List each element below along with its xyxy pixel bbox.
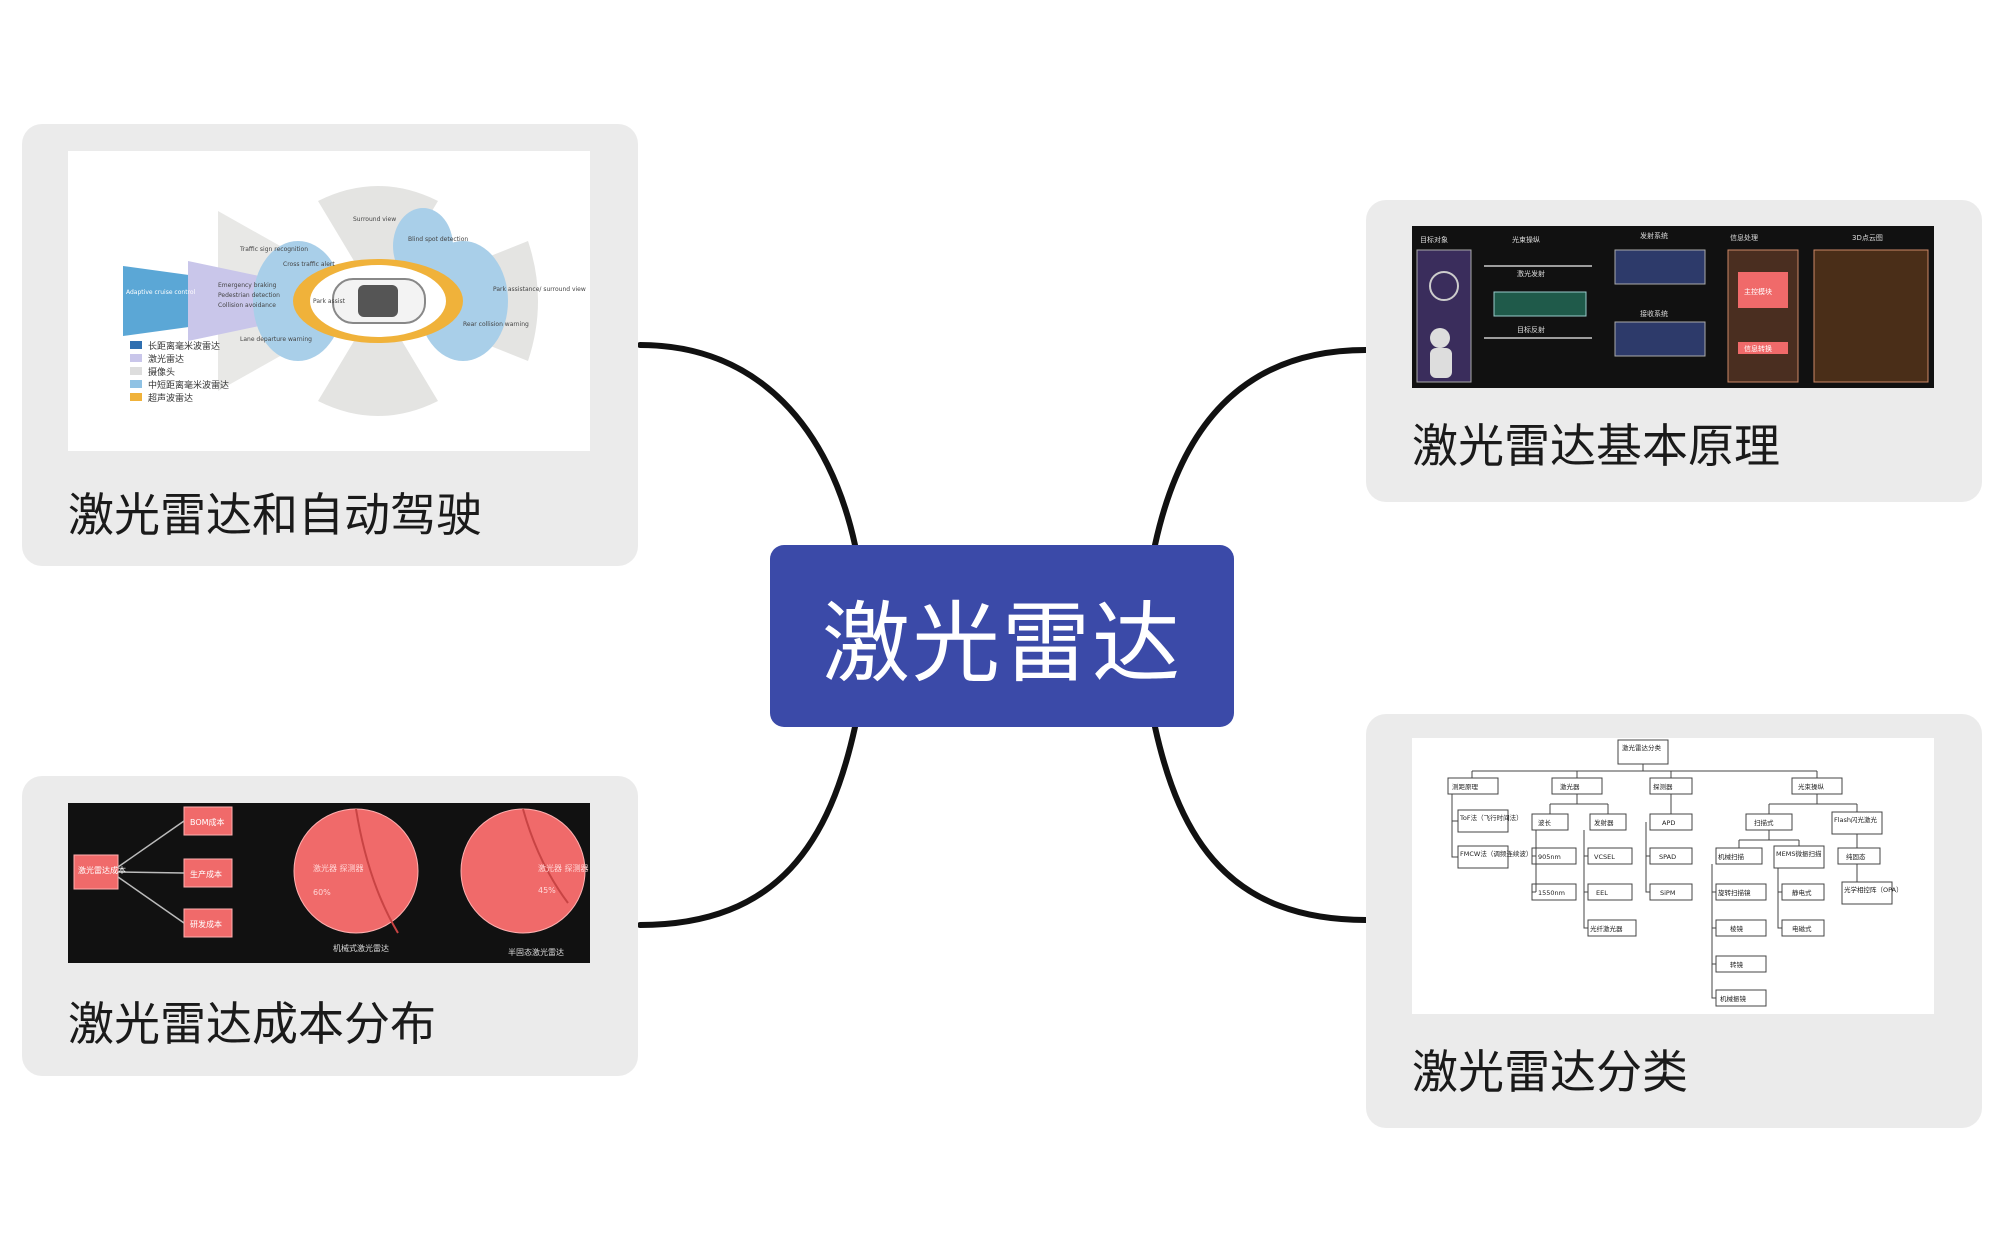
principle-column-label: 光束操纵 — [1512, 235, 1540, 244]
legend-long-range-radar: 长距离毫米波雷达 — [148, 340, 220, 352]
principle-label: 激光发射 — [1517, 269, 1545, 278]
classification-tree-image: 激光雷达分类 测距原理 激光器 探测器 光束操纵 ToF法（飞行时间法） FMC… — [1412, 738, 1934, 1014]
principle-label: 目标反射 — [1517, 325, 1545, 334]
tree-node-label: 电磁式 — [1792, 924, 1812, 933]
zone-label: Adaptive cruise control — [126, 289, 196, 296]
tree-node-label: FMCW法（调频连续波） — [1460, 849, 1532, 858]
zone-label: Rear collision warning — [463, 321, 529, 328]
thumbnail-classification: 激光雷达分类 测距原理 激光器 探测器 光束操纵 ToF法（飞行时间法） FMC… — [1412, 738, 1934, 1014]
connector-top-left — [637, 342, 858, 548]
connector-top-right — [1152, 347, 1369, 548]
tree-node-label: 测距原理 — [1452, 783, 1479, 791]
tree-node-label: SPAD — [1659, 853, 1676, 861]
cost-root-label: 激光雷达成本 — [78, 865, 126, 875]
principle-label: 信息转换 — [1744, 344, 1772, 353]
topic-title: 激光雷达基本原理 — [1412, 419, 1780, 473]
cost-diagram-image: 激光雷达成本 BOM成本 生产成本 研发成本 激光器 探测器 60% 激光器 探… — [68, 803, 590, 963]
tree-node-label: 探测器 — [1653, 782, 1673, 791]
legend-lidar: 激光雷达 — [148, 353, 184, 365]
central-topic-title: 激光雷达 — [821, 591, 1182, 695]
principle-column-label: 信息处理 — [1730, 233, 1758, 242]
tree-node-label: 转镜 — [1730, 960, 1744, 969]
cost-item-label: BOM成本 — [190, 817, 225, 827]
zone-label: Surround view — [353, 216, 396, 223]
topic-card-cost-distribution[interactable]: 激光雷达成本 BOM成本 生产成本 研发成本 激光器 探测器 60% 激光器 探… — [22, 776, 638, 1076]
tree-node-label: 激光器 — [1560, 782, 1580, 791]
tree-node-label: 光束操纵 — [1798, 782, 1825, 791]
zone-label: Emergency braking — [218, 282, 277, 289]
tree-node-label: 纯固态 — [1846, 852, 1866, 861]
thumbnail-autonomous-driving: 长距离毫米波雷达 激光雷达 摄像头 中短距离毫米波雷达 超声波雷达 Adapti… — [68, 151, 590, 451]
topic-card-classification[interactable]: 激光雷达分类 测距原理 激光器 探测器 光束操纵 ToF法（飞行时间法） FMC… — [1366, 714, 1982, 1128]
tree-node-label: 旋转扫描镜 — [1718, 888, 1751, 897]
tree-node-label: 波长 — [1538, 818, 1552, 827]
principle-column-label: 发射系统 — [1640, 231, 1668, 240]
pie-label: 激光器 探测器 — [313, 863, 364, 873]
tree-node-label: MEMS微振扫描 — [1776, 849, 1822, 858]
tree-node-label: 905nm — [1538, 853, 1561, 861]
zone-label: Collision avoidance — [218, 302, 276, 309]
connector-bottom-right — [1152, 724, 1369, 923]
tree-node-label: APD — [1662, 819, 1675, 827]
principle-label: 主控模块 — [1744, 287, 1772, 296]
zone-label: Park assistance/ surround view — [493, 286, 586, 293]
connector-bottom-left — [637, 724, 858, 928]
central-topic[interactable]: 激光雷达 — [770, 545, 1234, 727]
thumbnail-basic-principle: 目标对象 光束操纵 发射系统 信息处理 3D点云图 激光发射 目标反射 接收系统… — [1412, 226, 1934, 388]
pie-percent: 45% — [538, 886, 556, 895]
tree-node-label: 发射器 — [1594, 818, 1614, 827]
legend-mid-range-radar: 中短距离毫米波雷达 — [148, 379, 229, 391]
principle-column-label: 3D点云图 — [1852, 234, 1883, 242]
topic-title: 激光雷达分类 — [1412, 1045, 1688, 1099]
cost-item-label: 研发成本 — [190, 919, 222, 929]
tree-node-label: 棱镜 — [1730, 924, 1744, 933]
tree-node-label: Flash闪光激光 — [1834, 815, 1878, 824]
principle-column-label: 目标对象 — [1420, 235, 1448, 244]
tree-node-label: VCSEL — [1594, 853, 1615, 861]
principle-label: 接收系统 — [1640, 309, 1668, 318]
tree-node-label: 光纤激光器 — [1590, 924, 1623, 933]
tree-node-label: 激光雷达分类 — [1622, 743, 1662, 752]
thumbnail-cost-distribution: 激光雷达成本 BOM成本 生产成本 研发成本 激光器 探测器 60% 激光器 探… — [68, 803, 590, 963]
legend-ultrasonic: 超声波雷达 — [148, 392, 193, 404]
zone-label: Blind spot detection — [408, 236, 468, 243]
topic-card-autonomous-driving[interactable]: 长距离毫米波雷达 激光雷达 摄像头 中短距离毫米波雷达 超声波雷达 Adapti… — [22, 124, 638, 566]
cost-item-label: 生产成本 — [190, 869, 222, 879]
pie-caption: 半固态激光雷达 — [508, 947, 564, 957]
pie-label: 激光器 探测器 — [538, 863, 589, 873]
zone-label: Cross traffic alert — [283, 261, 335, 268]
topic-title: 激光雷达和自动驾驶 — [68, 488, 482, 542]
principle-diagram-image: 目标对象 光束操纵 发射系统 信息处理 3D点云图 激光发射 目标反射 接收系统… — [1412, 226, 1934, 388]
pie-percent: 60% — [313, 888, 331, 897]
tree-node-label: 机械扫描 — [1718, 852, 1745, 861]
topic-card-basic-principle[interactable]: 目标对象 光束操纵 发射系统 信息处理 3D点云图 激光发射 目标反射 接收系统… — [1366, 200, 1982, 502]
tree-node-label: 机械振镜 — [1720, 994, 1747, 1003]
pie-caption: 机械式激光雷达 — [333, 943, 389, 953]
tree-node-label: 扫描式 — [1754, 818, 1774, 827]
zone-label: Pedestrian detection — [218, 292, 280, 299]
sensor-coverage-image: 长距离毫米波雷达 激光雷达 摄像头 中短距离毫米波雷达 超声波雷达 Adapti… — [68, 151, 590, 451]
legend-camera: 摄像头 — [148, 366, 175, 378]
topic-title: 激光雷达成本分布 — [68, 997, 436, 1051]
tree-node-label: EEL — [1596, 889, 1608, 897]
tree-node-label: 1550nm — [1538, 889, 1565, 897]
tree-node-label: ToF法（飞行时间法） — [1459, 813, 1523, 822]
zone-label: Traffic sign recognition — [239, 246, 308, 253]
tree-node-label: 静电式 — [1792, 888, 1812, 897]
zone-label: Lane departure warning — [240, 336, 312, 343]
zone-label: Park assist — [313, 298, 346, 305]
tree-node-label: 光学相控阵（OPA） — [1844, 885, 1903, 894]
tree-node-label: SiPM — [1660, 889, 1675, 897]
